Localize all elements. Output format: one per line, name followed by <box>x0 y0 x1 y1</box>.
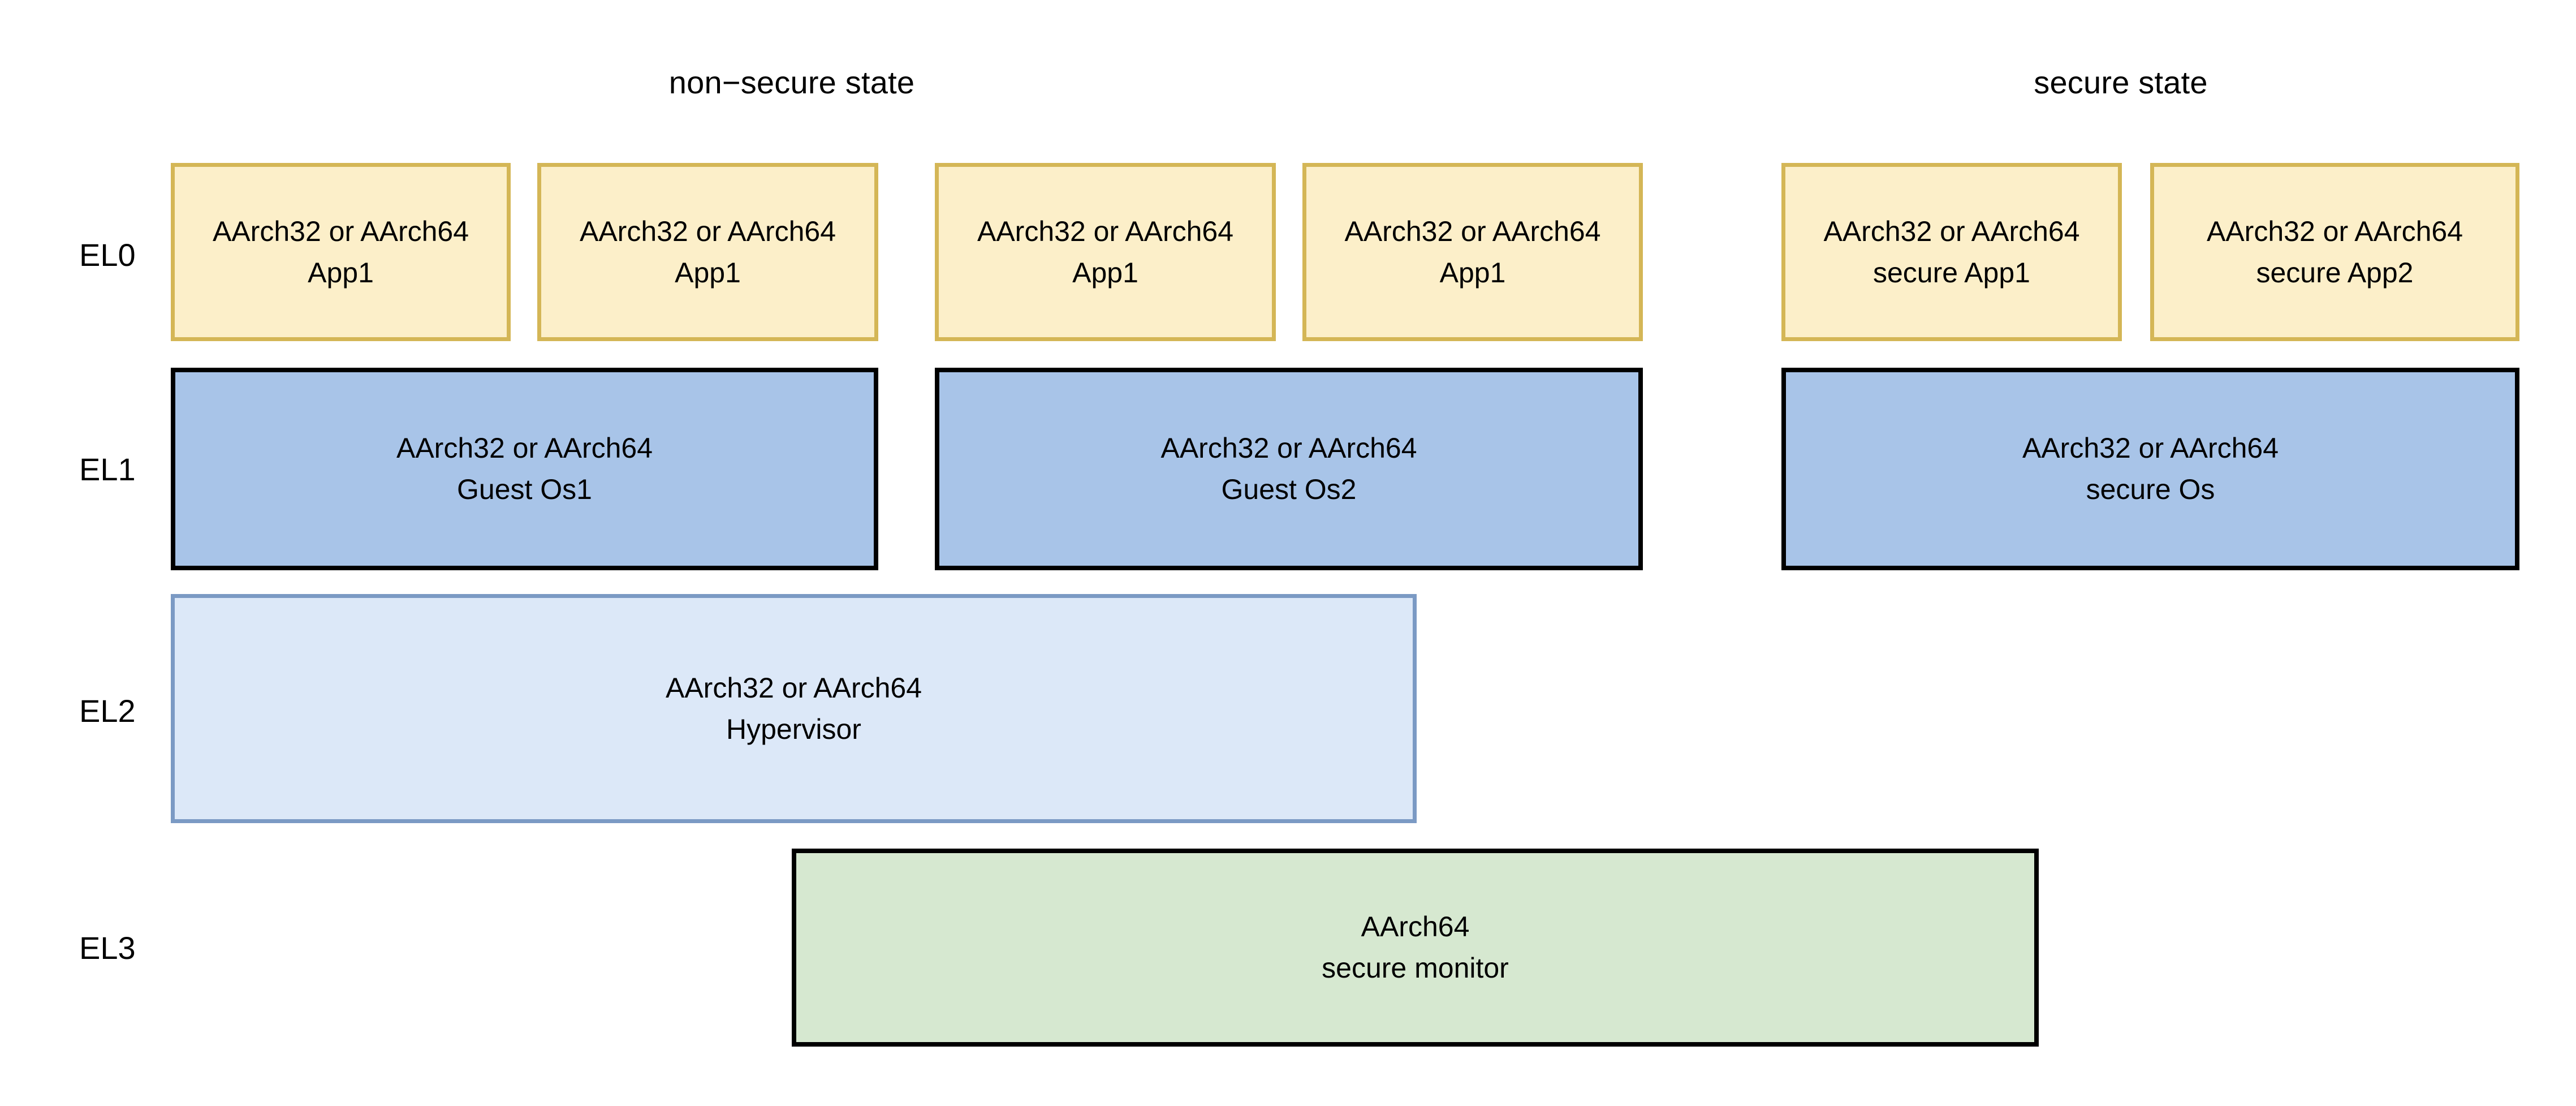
node-arch-line: AArch32 or AArch64 <box>212 215 469 247</box>
node-arch-line: AArch32 or AArch64 <box>1823 215 2080 247</box>
el0-app-box-secure-2[interactable]: AArch32 or AArch64 secure App2 <box>2150 163 2519 341</box>
exception-level-label-el3: EL3 <box>79 930 136 966</box>
node-name-line: Guest Os1 <box>457 474 592 505</box>
el0-app-box-nonsecure-1[interactable]: AArch32 or AArch64 App1 <box>171 163 511 341</box>
exception-level-label-el1: EL1 <box>79 451 136 487</box>
node-arch-line: AArch64 <box>1361 911 1470 943</box>
el0-app-box-nonsecure-4[interactable]: AArch32 or AArch64 App1 <box>1302 163 1643 341</box>
el1-os-box-secure-os[interactable]: AArch32 or AArch64 secure Os <box>1781 368 2519 570</box>
el1-os-box-guest-os2[interactable]: AArch32 or AArch64 Guest Os2 <box>935 368 1643 570</box>
node-name-line: secure monitor <box>1322 952 1509 984</box>
node-name-line: App1 <box>308 256 374 289</box>
el0-app-box-secure-1[interactable]: AArch32 or AArch64 secure App1 <box>1781 163 2122 341</box>
node-name-line: Guest Os2 <box>1221 474 1357 505</box>
node-arch-line: AArch32 or AArch64 <box>977 215 1234 247</box>
node-arch-line: AArch32 or AArch64 <box>579 215 836 247</box>
el0-app-box-nonsecure-3[interactable]: AArch32 or AArch64 App1 <box>935 163 1276 341</box>
non-secure-state-title: non−secure state <box>668 64 915 100</box>
node-arch-line: AArch32 or AArch64 <box>396 432 653 464</box>
node-name-line: Hypervisor <box>726 713 861 745</box>
el2-hypervisor-box[interactable]: AArch32 or AArch64 Hypervisor <box>171 594 1417 823</box>
node-arch-line: AArch32 or AArch64 <box>665 672 922 704</box>
node-name-line: App1 <box>675 256 741 289</box>
exception-level-label-el0: EL0 <box>79 237 136 273</box>
node-name-line: App1 <box>1072 256 1138 289</box>
node-arch-line: AArch32 or AArch64 <box>1160 432 1417 464</box>
el1-os-box-guest-os1[interactable]: AArch32 or AArch64 Guest Os1 <box>171 368 878 570</box>
exception-level-label-el2: EL2 <box>79 693 136 729</box>
el0-app-box-nonsecure-2[interactable]: AArch32 or AArch64 App1 <box>537 163 878 341</box>
el3-secure-monitor-box[interactable]: AArch64 secure monitor <box>792 849 2039 1047</box>
node-name-line: secure App2 <box>2256 256 2414 289</box>
node-name-line: secure App1 <box>1873 256 2030 289</box>
node-name-line: App1 <box>1439 256 1506 289</box>
node-name-line: secure Os <box>2086 474 2215 505</box>
node-arch-line: AArch32 or AArch64 <box>2022 432 2279 464</box>
node-arch-line: AArch32 or AArch64 <box>1344 215 1601 247</box>
secure-state-title: secure state <box>2034 64 2208 100</box>
node-arch-line: AArch32 or AArch64 <box>2206 215 2463 247</box>
